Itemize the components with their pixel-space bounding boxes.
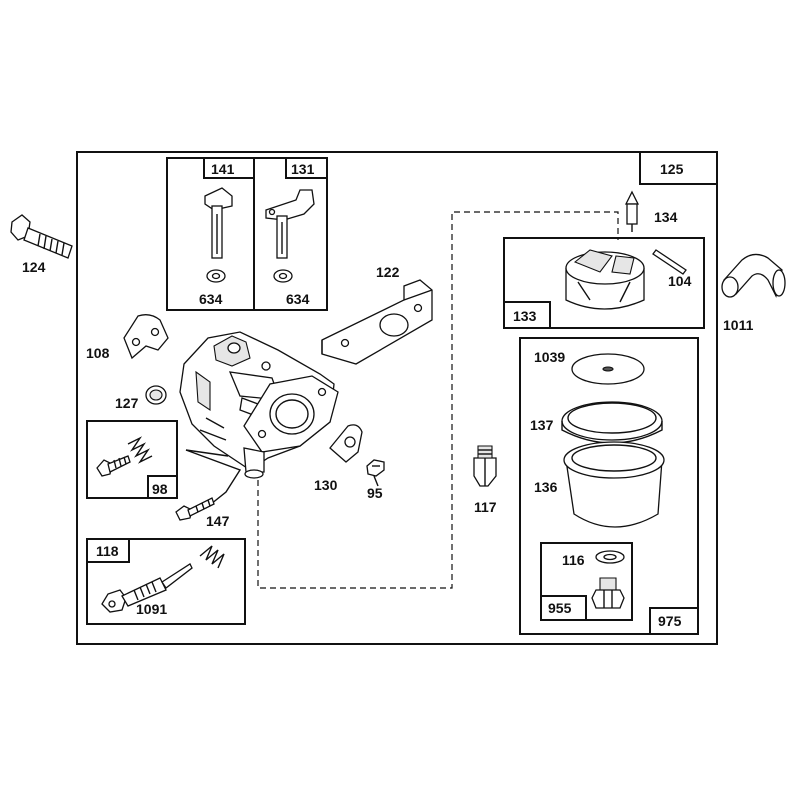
callout-108: 108 xyxy=(86,345,110,361)
screw-95 xyxy=(366,459,385,487)
main-jet-needle-1091 xyxy=(101,563,193,613)
callout-122: 122 xyxy=(376,264,400,280)
callout-955: 955 xyxy=(548,600,572,616)
callout-125: 125 xyxy=(660,161,684,177)
callout-104: 104 xyxy=(668,273,692,289)
spring-98 xyxy=(127,436,153,464)
callout-1091: 1091 xyxy=(136,601,167,617)
callout-130: 130 xyxy=(314,477,338,493)
box-118 xyxy=(86,538,246,625)
callout-95: 95 xyxy=(367,485,383,501)
box-141-131 xyxy=(166,157,328,311)
callout-118: 118 xyxy=(96,543,119,559)
box-975 xyxy=(519,337,699,635)
callout-137: 137 xyxy=(530,417,554,433)
spacer-122 xyxy=(321,279,433,365)
hose-1011 xyxy=(721,253,786,298)
main-frame xyxy=(76,151,718,645)
bowl-nut-955 xyxy=(591,577,625,609)
callout-133: 133 xyxy=(513,308,537,324)
callout-147: 147 xyxy=(206,513,230,529)
leader-147 xyxy=(185,449,242,509)
gasket-130 xyxy=(329,424,363,463)
choke-shaft-131 xyxy=(265,189,315,259)
dashed-leader xyxy=(257,211,619,589)
callout-1011: 1011 xyxy=(723,317,754,333)
spring-1091 xyxy=(199,545,225,569)
callout-1039: 1039 xyxy=(534,349,565,365)
callout-634-a: 634 xyxy=(199,291,223,307)
throttle-shaft-141 xyxy=(204,187,233,259)
washer-116 xyxy=(595,550,625,564)
float-pin-104 xyxy=(652,249,687,275)
box-133 xyxy=(503,237,705,329)
seal-ring-137 xyxy=(561,401,663,444)
callout-131: 131 xyxy=(291,161,315,177)
callout-134: 134 xyxy=(654,209,678,225)
float-assembly xyxy=(565,249,645,310)
callout-116: 116 xyxy=(562,552,585,568)
callout-136: 136 xyxy=(534,479,558,495)
callout-117: 117 xyxy=(474,499,497,515)
screw-147 xyxy=(175,497,215,521)
fitting-117 xyxy=(473,445,497,487)
plate-108 xyxy=(123,314,169,360)
callout-975: 975 xyxy=(658,613,682,629)
inlet-needle-134 xyxy=(624,190,640,232)
float-bowl-136 xyxy=(563,441,665,528)
callout-127: 127 xyxy=(115,395,139,411)
box-125 xyxy=(639,151,718,185)
gasket-1039 xyxy=(571,353,645,385)
callout-141: 141 xyxy=(211,161,235,177)
callout-98: 98 xyxy=(152,481,168,497)
welch-plug-127 xyxy=(145,385,167,405)
callout-124: 124 xyxy=(22,259,46,275)
carburetor-body xyxy=(179,331,339,479)
idle-screw-98 xyxy=(96,455,131,477)
box-98 xyxy=(86,420,178,499)
bolt-124 xyxy=(10,214,73,259)
callout-634-b: 634 xyxy=(286,291,310,307)
